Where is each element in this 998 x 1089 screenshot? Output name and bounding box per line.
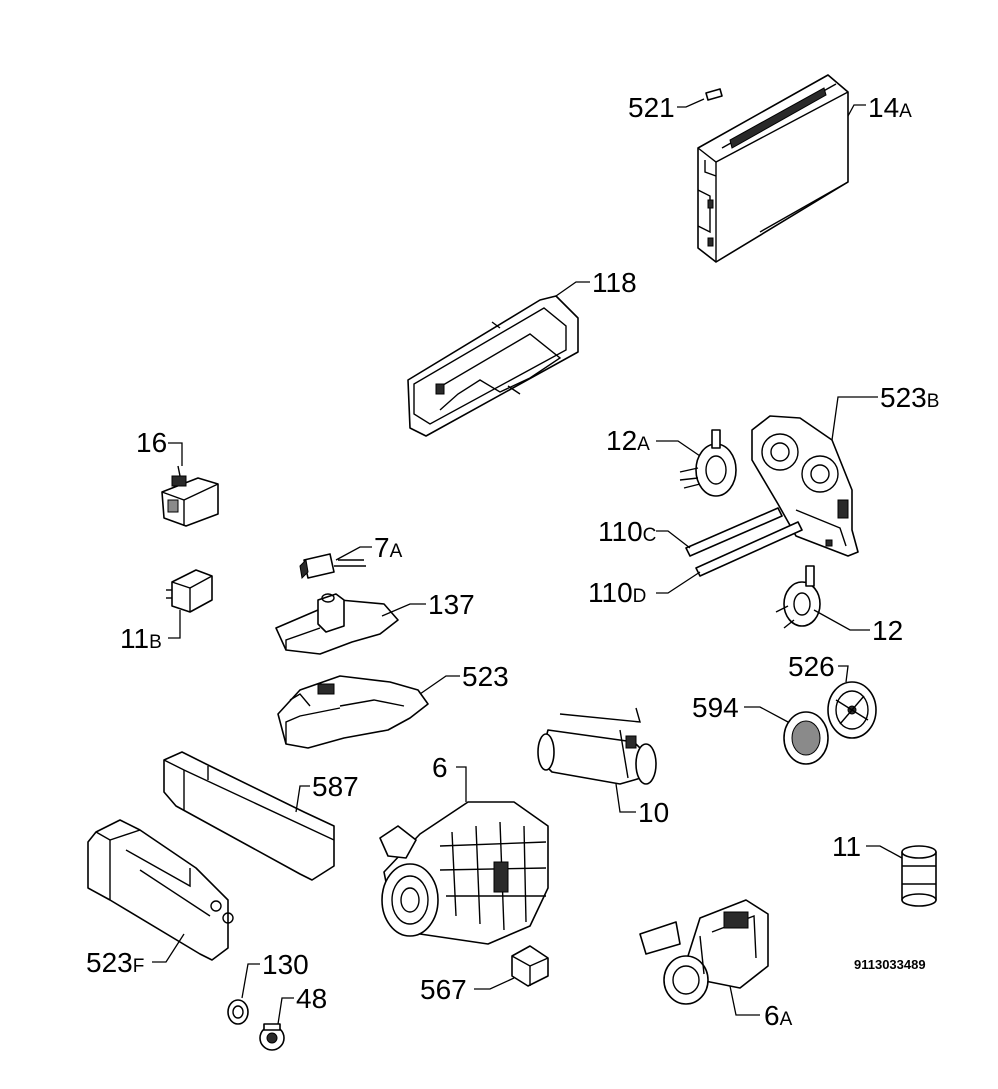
label-110d: 110D [588, 577, 646, 608]
leader-11 [866, 845, 903, 859]
label-11: 11 [832, 831, 861, 862]
leader-6 [456, 766, 467, 802]
leader-12a [656, 440, 701, 457]
part-48-screw [259, 1023, 285, 1051]
label-526: 526 [788, 651, 835, 682]
part-14a-control-module [697, 74, 849, 263]
part-6a-drain-pump [639, 899, 769, 1005]
part-526-filter [827, 681, 877, 739]
leader-118 [555, 281, 590, 297]
leader-6a [729, 985, 760, 1016]
label-12a: 12A [606, 425, 650, 456]
part-118-module [407, 295, 579, 437]
leader-594 [744, 706, 789, 723]
leader-521 [677, 98, 705, 108]
leader-14a [847, 104, 866, 117]
part-130-washer [227, 999, 249, 1025]
leader-48 [277, 997, 294, 1025]
label-12: 12 [872, 615, 903, 646]
label-48: 48 [296, 983, 327, 1014]
label-587: 587 [312, 771, 359, 802]
label-6: 6 [432, 752, 448, 783]
leader-567 [474, 977, 515, 990]
part-12a-pressure-switch [679, 429, 737, 497]
label-567: 567 [420, 974, 467, 1005]
label-110c: 110C [598, 516, 656, 547]
label-137: 137 [428, 589, 475, 620]
leader-526 [838, 665, 849, 683]
part-523b-valve-block [751, 415, 859, 557]
leader-110c [656, 530, 691, 549]
part-6-circulation-pump [379, 801, 549, 945]
leader-523 [419, 675, 460, 695]
part-11b-relay [166, 569, 213, 613]
leader-137 [381, 603, 426, 617]
leader-523f [152, 933, 185, 963]
leader-587 [295, 785, 310, 813]
part-567-clip [511, 945, 549, 987]
leader-110d [656, 571, 701, 594]
label-11b: 11B [120, 623, 162, 654]
part-521-clip [705, 88, 723, 101]
part-523-base [277, 675, 429, 749]
part-137-cover [275, 593, 399, 655]
part-16-switch [161, 465, 219, 527]
label-16: 16 [136, 427, 167, 458]
part-594-seal [783, 711, 829, 765]
leader-523b [831, 396, 878, 441]
label-7a: 7A [374, 532, 403, 563]
part-587-cover [163, 751, 335, 881]
diagram-code: 9113033489 [854, 957, 926, 972]
label-10: 10 [638, 797, 669, 828]
label-130: 130 [262, 949, 309, 980]
part-7a-clip [299, 553, 366, 580]
label-523f: 523F [86, 947, 144, 978]
leader-11b [168, 610, 181, 639]
label-6a: 6A [764, 1000, 793, 1031]
part-110c-hose [685, 507, 783, 557]
part-10-heater [537, 707, 657, 785]
leader-12 [813, 609, 870, 631]
label-594: 594 [692, 692, 739, 723]
leader-16 [168, 442, 183, 466]
part-11-capacitor [901, 845, 937, 907]
leader-130 [241, 963, 260, 999]
part-12-pressure-switch [775, 565, 821, 629]
leader-10 [615, 783, 636, 813]
label-118: 118 [592, 267, 637, 298]
label-14a: 14A [868, 92, 912, 123]
label-523b: 523B [880, 382, 939, 413]
label-523: 523 [462, 661, 509, 692]
label-521: 521 [628, 92, 675, 123]
part-523f-bracket [87, 819, 234, 961]
leader-7a [335, 546, 372, 561]
